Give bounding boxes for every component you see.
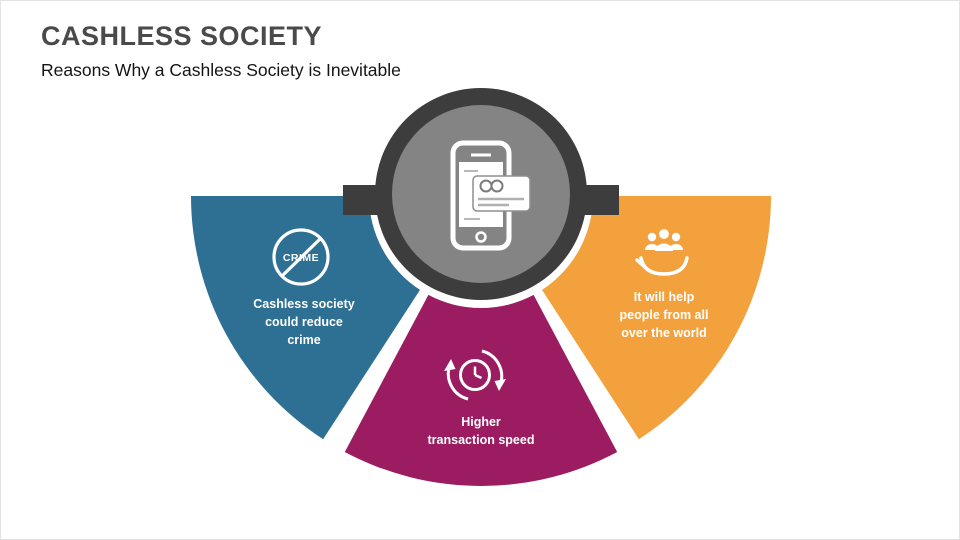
no-crime-icon: CRIME (272, 228, 330, 286)
label-line-1: It will help (633, 290, 695, 304)
wedge-transaction-speed (344, 294, 618, 486)
slide-subtitle: Reasons Why a Cashless Society is Inevit… (41, 60, 401, 80)
label-line-2: people from all (619, 308, 709, 323)
label-line-1: Higher (461, 415, 501, 429)
mobile-payment-icon (450, 140, 531, 251)
slide-title: CASHLESS SOCIETY (41, 21, 323, 51)
credit-card-icon (472, 175, 531, 212)
label-line-3: crime (287, 333, 321, 348)
people-hand-icon (635, 229, 689, 276)
segment-label-reduce-crime: Cashless society could reduce crime (224, 295, 384, 349)
wedge-help-world (542, 196, 771, 440)
label-line-2: transaction speed (427, 433, 535, 448)
segment-label-help-world: It will help people from all over the wo… (584, 288, 744, 342)
wedge-reduce-crime (191, 196, 420, 440)
segment-label-transaction-speed: Higher transaction speed (401, 413, 561, 449)
label-line-1: Cashless society (253, 297, 355, 311)
label-line-2: could reduce (265, 315, 343, 330)
label-line-3: over the world (621, 326, 707, 341)
transaction-speed-icon (444, 349, 506, 401)
